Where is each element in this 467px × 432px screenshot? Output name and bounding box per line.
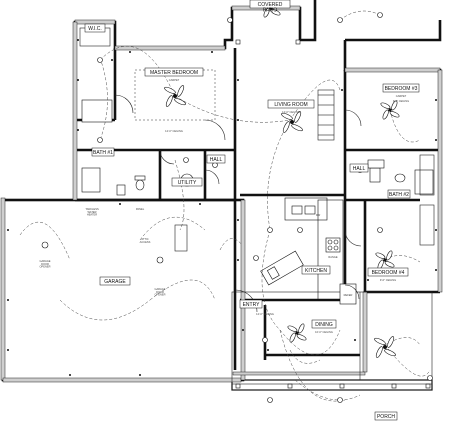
ceiling-fan-icon: [380, 100, 400, 120]
room-label-master-bedroom: MASTER BEDROOM: [150, 70, 198, 76]
porch-columns: [235, 39, 431, 389]
note-ceiling: 9'-0" CEILING: [380, 278, 396, 282]
ceiling-fan-icon: [375, 250, 395, 270]
room-label-bedroom-4: BEDROOM #4: [372, 270, 405, 276]
ceiling-fan-icon: [164, 85, 186, 107]
room-label-kitchen: KITCHEN: [305, 268, 327, 274]
closet-shelving: [79, 27, 435, 252]
note-carpet: CARPET: [396, 94, 407, 98]
room-label-hall-1: HALL: [210, 157, 223, 163]
note-ceiling: 12'-0" CEILING: [282, 110, 300, 114]
room-label-bath-1: BATH #1: [93, 150, 113, 156]
room-label-bath-2: BATH #2: [389, 192, 409, 198]
room-label-hall-2: HALL: [353, 166, 366, 172]
room-label-living-room: LIVING ROOM: [274, 102, 307, 108]
room-label-dining: DINING: [315, 322, 333, 328]
bathroom-fixtures: [81, 99, 434, 196]
plan-notes: CARPET 12'-0" CEILING 12'-0" CEILING CAR…: [39, 78, 409, 334]
kitchen-fixtures: [260, 197, 357, 305]
note-ceiling: 10'-0" CEILING: [315, 330, 333, 334]
note-range: RANGE: [328, 255, 337, 259]
door-swings: [114, 94, 362, 313]
porch-outline: [231, 291, 433, 385]
room-label-utility: UTILITY: [178, 180, 197, 186]
ceiling-fan-icon: [374, 336, 396, 358]
room-label-entry: ENTRY: [243, 302, 261, 308]
room-label-garage: GARAGE: [104, 279, 126, 285]
ceiling-fan-icon: [287, 323, 307, 343]
note-carpet: CARPET: [169, 78, 180, 82]
note-panel: PANEL: [136, 207, 145, 211]
room-label-wic: W.I.C.: [88, 26, 102, 32]
note-refer: REFER: [344, 293, 353, 297]
note-ceiling: 9'-0" CEILING: [393, 99, 409, 103]
exterior-walls: [1, 0, 442, 391]
hatched-walls: [0, 5, 443, 383]
note-dw: DW: [316, 213, 321, 217]
note-ceiling: 12'-0" CEILING: [256, 312, 274, 316]
ceiling-fan-icon: [281, 111, 303, 133]
room-label-porch: PORCH: [377, 414, 395, 420]
outlet-icon: [7, 39, 437, 376]
note-ceiling: 12'-0" CEILING: [165, 129, 183, 133]
room-label-bedroom-3: BEDROOM #3: [385, 86, 418, 92]
